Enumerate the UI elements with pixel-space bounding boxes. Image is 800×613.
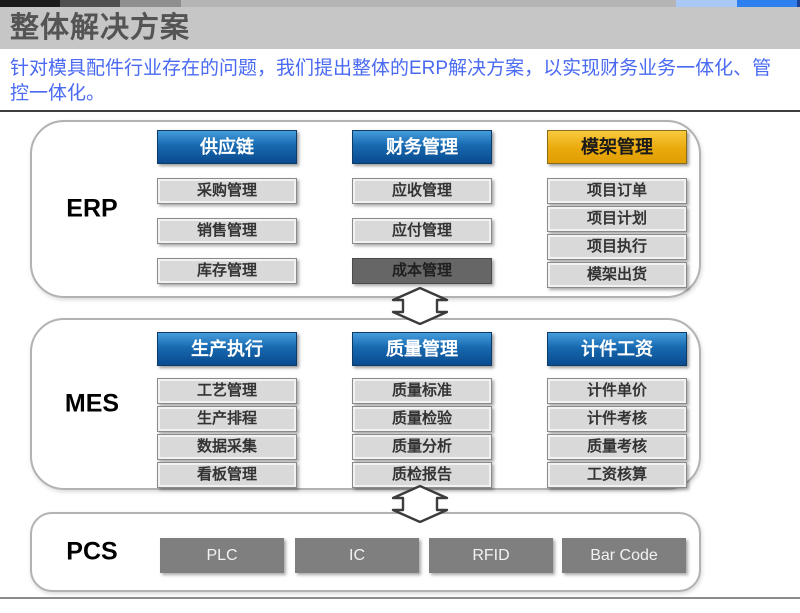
- accent-segment: [0, 0, 60, 7]
- mes-panel: MES 生产执行 工艺管理 生产排程 数据采集 看板管理 质量管理 质量标准 质…: [30, 318, 701, 490]
- mes-item-kanban-mgmt: 看板管理: [157, 462, 297, 488]
- mes-column-quality: 质量管理 质量标准 质量检验 质量分析 质检报告: [352, 332, 492, 488]
- pcs-device-barcode: Bar Code: [562, 538, 686, 573]
- erp-item-project-execution: 项目执行: [547, 234, 687, 260]
- erp-header-supply-chain: 供应链: [157, 130, 297, 164]
- mes-item-process-mgmt: 工艺管理: [157, 378, 297, 404]
- accent-segment: [676, 0, 737, 7]
- erp-column-supply-chain: 供应链 采购管理 销售管理 库存管理: [157, 130, 297, 284]
- pcs-device-rfid: RFID: [429, 538, 553, 573]
- erp-item-payables-mgmt: 应付管理: [352, 218, 492, 244]
- mes-item-quality-analysis: 质量分析: [352, 434, 492, 460]
- mes-item-piece-rate-assessment: 计件考核: [547, 406, 687, 432]
- mes-item-quality-assessment: 质量考核: [547, 434, 687, 460]
- erp-header-mold-frame-mgmt: 模架管理: [547, 130, 687, 164]
- top-accent-bar: [0, 0, 800, 7]
- pcs-label: PCS: [66, 537, 118, 566]
- pcs-device-ic: IC: [295, 538, 419, 573]
- erp-column-finance: 财务管理 应收管理 应付管理 成本管理: [352, 130, 492, 284]
- erp-label: ERP: [66, 194, 118, 223]
- erp-item-inventory-mgmt: 库存管理: [157, 258, 297, 284]
- mes-item-data-collection: 数据采集: [157, 434, 297, 460]
- mes-header-quality-mgmt: 质量管理: [352, 332, 492, 366]
- bottom-divider: [0, 597, 800, 599]
- mes-item-inspection-report: 质检报告: [352, 462, 492, 488]
- mes-header-production-execution: 生产执行: [157, 332, 297, 366]
- accent-segment: [120, 0, 181, 7]
- mes-item-quality-inspection: 质量检验: [352, 406, 492, 432]
- accent-segment: [60, 0, 120, 7]
- accent-segment: [797, 0, 800, 7]
- erp-panel: ERP 供应链 采购管理 销售管理 库存管理 财务管理 应收管理 应付管理 成本…: [30, 120, 701, 298]
- mes-item-production-scheduling: 生产排程: [157, 406, 297, 432]
- accent-segment: [181, 0, 676, 7]
- erp-item-project-order: 项目订单: [547, 178, 687, 204]
- updown-arrow-icon: [391, 287, 449, 325]
- slide-header: 整体解决方案: [0, 7, 800, 49]
- updown-arrow-icon: [391, 485, 449, 523]
- mes-label: MES: [64, 389, 120, 418]
- mes-item-wage-calculation: 工资核算: [547, 462, 687, 488]
- pcs-panel: PCS PLC IC RFID Bar Code: [30, 512, 701, 592]
- slide-subtitle: 针对模具配件行业存在的问题，我们提出整体的ERP解决方案，以实现财务业务一体化、…: [10, 58, 772, 104]
- erp-item-sales-mgmt: 销售管理: [157, 218, 297, 244]
- page-title: 整体解决方案: [10, 12, 191, 44]
- erp-item-project-plan: 项目计划: [547, 206, 687, 232]
- erp-column-mold-frame: 模架管理 项目订单 项目计划 项目执行 模架出货: [547, 130, 687, 288]
- pcs-device-plc: PLC: [160, 538, 284, 573]
- erp-header-finance-mgmt: 财务管理: [352, 130, 492, 164]
- erp-item-purchase-mgmt: 采购管理: [157, 178, 297, 204]
- mes-item-quality-standard: 质量标准: [352, 378, 492, 404]
- divider-line: [0, 110, 800, 112]
- erp-item-cost-mgmt: 成本管理: [352, 258, 492, 284]
- erp-item-mold-frame-shipment: 模架出货: [547, 262, 687, 288]
- erp-item-receivables-mgmt: 应收管理: [352, 178, 492, 204]
- mes-header-piece-rate-wage: 计件工资: [547, 332, 687, 366]
- mes-column-production: 生产执行 工艺管理 生产排程 数据采集 看板管理: [157, 332, 297, 488]
- accent-segment: [737, 0, 797, 7]
- mes-column-piece-wage: 计件工资 计件单价 计件考核 质量考核 工资核算: [547, 332, 687, 488]
- mes-item-piece-rate-price: 计件单价: [547, 378, 687, 404]
